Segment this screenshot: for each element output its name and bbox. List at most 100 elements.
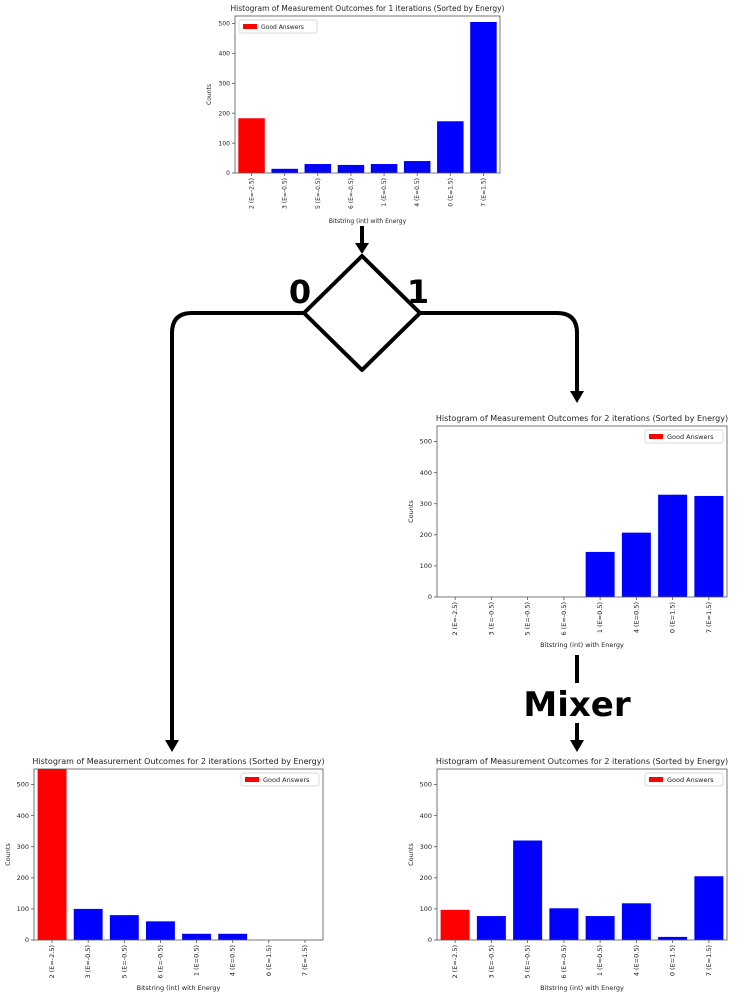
y-tick-label: 200 xyxy=(219,110,231,117)
y-tick-label: 300 xyxy=(420,500,432,508)
bar-3 xyxy=(145,921,175,940)
x-tick-label: 3 (E=-0.5) xyxy=(282,178,289,209)
histogram-bottom-left: Histogram of Measurement Outcomes for 2 … xyxy=(4,757,325,992)
bar-4 xyxy=(370,164,398,173)
x-tick-label: 6 (E=-0.5) xyxy=(560,945,568,979)
bar-0 xyxy=(238,118,265,173)
plot-frame xyxy=(234,15,501,174)
x-tick-label: 5 (E=-0.5) xyxy=(524,602,532,636)
legend-box xyxy=(644,772,724,787)
y-tick-label: 300 xyxy=(420,843,432,851)
y-tick-label: 0 xyxy=(428,936,432,944)
x-tick-label: 2 (E=-2.5) xyxy=(249,178,256,209)
chart-title: Histogram of Measurement Outcomes for 2 … xyxy=(32,757,324,766)
bar-7 xyxy=(470,21,497,173)
legend-swatch xyxy=(243,24,257,29)
bar-4 xyxy=(585,916,615,940)
chart-title: Histogram of Measurement Outcomes for 2 … xyxy=(436,414,728,423)
y-axis-label: Counts xyxy=(206,84,213,105)
y-tick-label: 100 xyxy=(420,905,432,913)
y-tick-label: 0 xyxy=(428,593,432,601)
bar-2 xyxy=(109,915,139,940)
histogram-mid-right: Histogram of Measurement Outcomes for 2 … xyxy=(407,414,728,649)
legend-box xyxy=(240,772,320,787)
bar-4 xyxy=(585,551,615,597)
bar-6 xyxy=(658,936,688,940)
arrowhead-bottom-right xyxy=(570,740,584,752)
bar-5 xyxy=(621,903,651,940)
x-tick-label: 4 (E=0.5) xyxy=(229,945,237,976)
bar-6 xyxy=(658,494,688,597)
y-tick-label: 300 xyxy=(219,80,231,87)
x-tick-label: 5 (E=-0.5) xyxy=(120,945,128,979)
y-tick-label: 100 xyxy=(17,905,29,913)
plot-frame xyxy=(436,768,728,941)
x-axis-label: Bitstring (int) with Energy xyxy=(137,984,221,992)
histogram-top: Histogram of Measurement Outcomes for 1 … xyxy=(206,4,505,225)
bar-4 xyxy=(182,933,212,940)
x-tick-label: 7 (E=1.5) xyxy=(705,602,713,633)
x-tick-label: 1 (E=0.5) xyxy=(596,945,604,976)
plot-frame xyxy=(436,425,728,598)
y-tick-label: 500 xyxy=(420,438,432,446)
y-tick-label: 200 xyxy=(17,874,29,882)
x-tick-label: 0 (E=1.5) xyxy=(669,602,677,633)
x-tick-label: 2 (E=-2.5) xyxy=(48,945,56,979)
x-tick-label: 4 (E=0.5) xyxy=(632,945,640,976)
legend-swatch xyxy=(649,434,663,439)
bar-7 xyxy=(694,876,724,940)
bar-7 xyxy=(694,495,724,597)
bar-3 xyxy=(549,908,579,940)
chart-title: Histogram of Measurement Outcomes for 1 … xyxy=(231,4,505,13)
arrowhead-bottom-left xyxy=(165,740,179,752)
x-axis-label: Bitstring (int) with Energy xyxy=(540,984,624,992)
arrowhead-mid-right xyxy=(570,391,584,403)
arrowhead-diamond xyxy=(355,243,369,254)
x-tick-label: 6 (E=-0.5) xyxy=(156,945,164,979)
bar-2 xyxy=(513,840,543,940)
x-axis-label: Bitstring (int) with Energy xyxy=(540,641,624,649)
legend-swatch xyxy=(245,777,259,782)
legend-box xyxy=(644,429,724,444)
bar-5 xyxy=(403,161,431,173)
legend-label: Good Answers xyxy=(263,776,310,784)
x-tick-label: 1 (E=0.5) xyxy=(596,602,604,633)
x-tick-label: 7 (E=1.5) xyxy=(480,178,487,207)
y-tick-label: 200 xyxy=(420,531,432,539)
decision-diamond xyxy=(302,254,422,372)
x-tick-label: 7 (E=1.5) xyxy=(301,945,309,976)
x-tick-label: 3 (E=-0.5) xyxy=(84,945,92,979)
bar-6 xyxy=(437,121,464,173)
branch-one-label: 1 xyxy=(407,273,429,311)
bar-1 xyxy=(73,908,103,940)
x-tick-label: 0 (E=1.5) xyxy=(669,945,677,976)
y-tick-label: 400 xyxy=(17,812,29,820)
y-tick-label: 400 xyxy=(420,469,432,477)
bar-1 xyxy=(271,168,298,173)
branch-one-path xyxy=(420,311,579,393)
x-tick-label: 3 (E=-0.5) xyxy=(487,602,495,636)
y-tick-label: 100 xyxy=(219,140,231,147)
bar-0 xyxy=(440,909,470,940)
flow-connectors xyxy=(165,226,584,752)
chart-title: Histogram of Measurement Outcomes for 2 … xyxy=(436,757,728,766)
x-tick-label: 0 (E=1.5) xyxy=(265,945,273,976)
legend-label: Good Answers xyxy=(261,24,304,31)
x-tick-label: 7 (E=1.5) xyxy=(705,945,713,976)
legend-label: Good Answers xyxy=(667,776,714,784)
y-axis-label: Counts xyxy=(4,843,12,866)
branch-zero-path xyxy=(170,311,304,742)
x-tick-label: 6 (E=-0.5) xyxy=(348,178,355,209)
x-tick-label: 6 (E=-0.5) xyxy=(560,602,568,636)
y-axis-label: Counts xyxy=(407,843,415,866)
x-tick-label: 3 (E=-0.5) xyxy=(487,945,495,979)
y-tick-label: 0 xyxy=(25,936,29,944)
histogram-bottom-right: Histogram of Measurement Outcomes for 2 … xyxy=(407,757,728,992)
x-tick-label: 0 (E=1.5) xyxy=(447,178,454,207)
bar-5 xyxy=(218,933,248,940)
x-tick-label: 2 (E=-2.5) xyxy=(451,602,459,636)
y-tick-label: 400 xyxy=(420,812,432,820)
x-tick-label: 1 (E=0.5) xyxy=(193,945,201,976)
